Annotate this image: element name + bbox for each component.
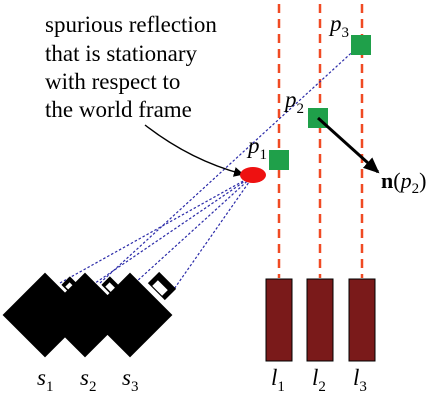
normal-vector-arrow [316,116,380,174]
sensors [2,271,177,358]
feature-point-p1 [269,150,289,170]
laser-bodies [265,278,376,362]
laser-lines [277,4,364,278]
label-p1: p1 [246,133,267,163]
sight-line-upper [99,44,361,284]
sight-lines [59,44,361,293]
annotation-line-3: with respect to [45,69,180,94]
annotation-line-1: spurious reflection [45,12,217,37]
label-normal: n(p2) [381,168,426,197]
sight-line-4 [171,174,255,293]
label-l2: l2 [312,365,326,395]
sight-line-1 [59,174,255,284]
label-s3: s3 [122,365,138,395]
annotation-arrow [144,124,244,177]
laser-body-1 [265,278,293,362]
annotation-line-2: that is stationary [45,41,198,66]
sight-line-3 [124,174,255,293]
label-l1: l1 [271,365,285,395]
label-s2: s2 [80,365,96,395]
laser-body-2 [306,278,334,362]
sight-line-2 [84,174,255,291]
label-p3: p3 [328,11,349,41]
spurious-reflection-marker [240,167,266,183]
annotation-text: spurious reflection that is stationary w… [45,12,217,122]
feature-point-p3 [351,35,371,55]
label-l3: l3 [353,365,367,395]
annotation-line-4: the world frame [45,97,192,122]
label-s1: s1 [37,365,53,395]
laser-body-3 [348,278,376,362]
sensor-s3 [87,271,177,358]
label-p2: p2 [283,87,304,117]
